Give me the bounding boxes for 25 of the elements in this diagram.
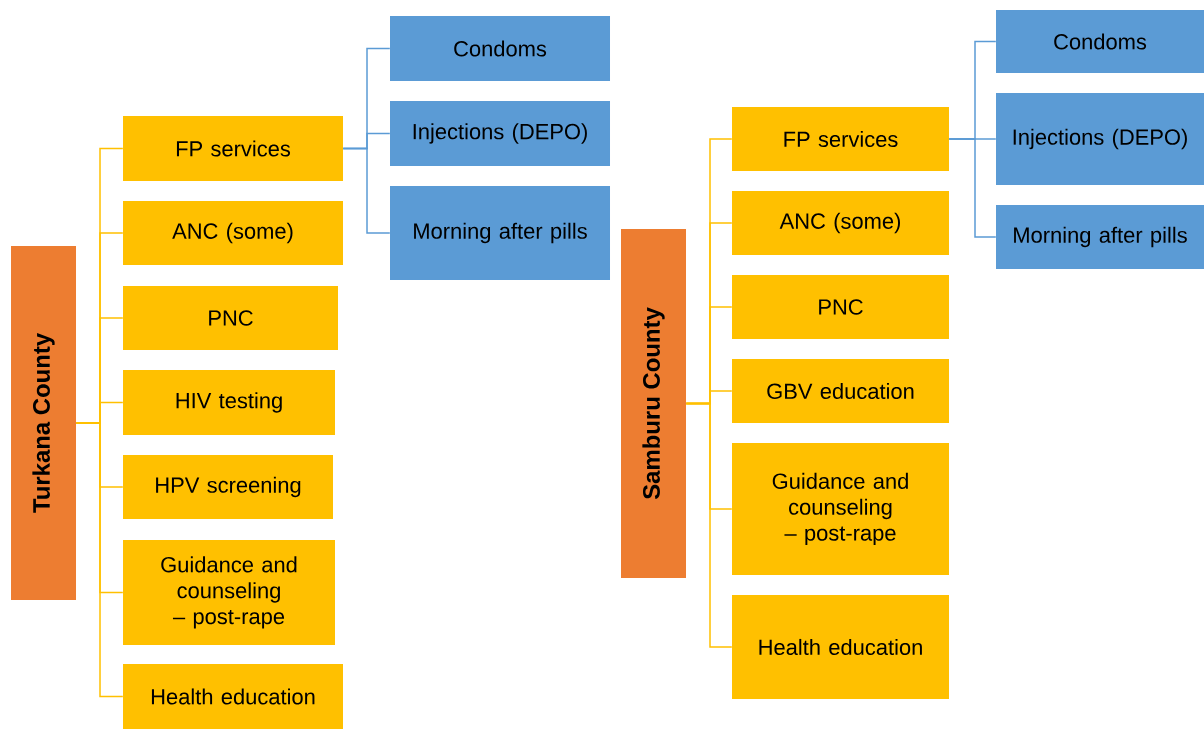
connector-line <box>685 402 733 648</box>
service-box: HIV testing <box>123 370 335 435</box>
service-box: FP services <box>123 116 343 181</box>
service-box: Health education <box>123 664 343 729</box>
service-box: HPV screening <box>123 455 333 519</box>
method-box: Morning after pills <box>996 205 1204 269</box>
method-box: Injections (DEPO) <box>996 93 1204 185</box>
method-box: Condoms <box>390 16 610 81</box>
service-box: ANC (some) <box>732 191 949 255</box>
service-box: PNC <box>732 275 949 339</box>
method-box: Condoms <box>996 10 1204 73</box>
service-box: Guidance and counseling – post-rape <box>732 443 949 575</box>
connector-line <box>75 422 124 698</box>
county-box: Samburu County <box>621 229 686 578</box>
method-box: Morning after pills <box>390 186 610 280</box>
service-box: ANC (some) <box>123 201 343 265</box>
service-box: GBV education <box>732 359 949 423</box>
method-box: Injections (DEPO) <box>390 101 610 166</box>
connector-line <box>948 138 997 238</box>
county-box: Turkana County <box>11 246 76 600</box>
service-box: PNC <box>123 286 338 350</box>
service-box: Health education <box>732 595 949 699</box>
service-box: Guidance and counseling – post-rape <box>123 540 335 645</box>
connector-line <box>342 147 391 234</box>
service-box: FP services <box>732 107 949 171</box>
